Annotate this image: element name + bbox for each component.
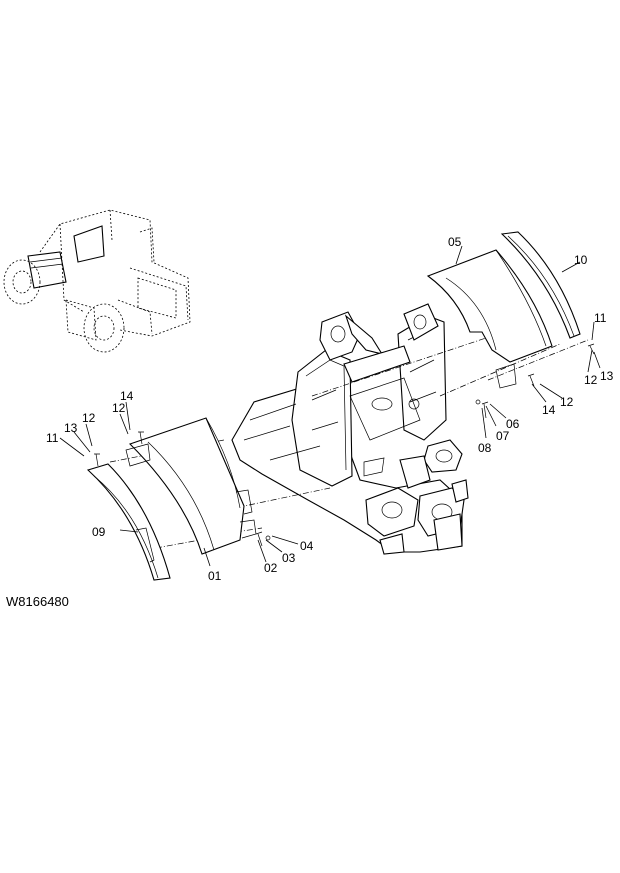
callout-11-left: 11 — [46, 431, 59, 445]
callout-01: 01 — [208, 569, 222, 583]
callout-07: 07 — [496, 429, 510, 443]
callout-09: 09 — [92, 525, 106, 539]
part-05-counterweight — [426, 249, 553, 389]
callout-03: 03 — [282, 551, 296, 565]
callout-14-right: 14 — [542, 403, 556, 417]
fasteners — [94, 343, 595, 547]
callout-02: 02 — [264, 561, 278, 575]
callout-12-left-upper: 12 — [82, 411, 96, 425]
rear-frame — [231, 303, 469, 555]
callout-08: 08 — [478, 441, 492, 455]
leader-lines — [59, 245, 601, 567]
part-09-cover — [86, 463, 171, 581]
callout-11-right: 11 — [594, 311, 607, 325]
machine-overview-inset — [3, 209, 191, 353]
drawing-code: W8166480 — [6, 594, 69, 609]
callout-14-left: 14 — [120, 389, 134, 403]
part-10-cover — [500, 231, 581, 339]
callout-05: 05 — [448, 235, 462, 249]
callout-12-right-lower: 12 — [560, 395, 574, 409]
callout-12-left-lower: 12 — [112, 401, 126, 415]
callout-13-left: 13 — [64, 421, 78, 435]
callout-12-right-upper: 12 — [584, 373, 598, 387]
callout-10: 10 — [574, 253, 588, 267]
part-01-counterweight — [125, 417, 257, 555]
callout-04: 04 — [300, 539, 314, 553]
callout-labels: 01 02 03 04 05 06 08 07 09 10 11 12 13 1… — [46, 235, 614, 583]
callout-06: 06 — [506, 417, 520, 431]
callout-13-right: 13 — [600, 369, 614, 383]
